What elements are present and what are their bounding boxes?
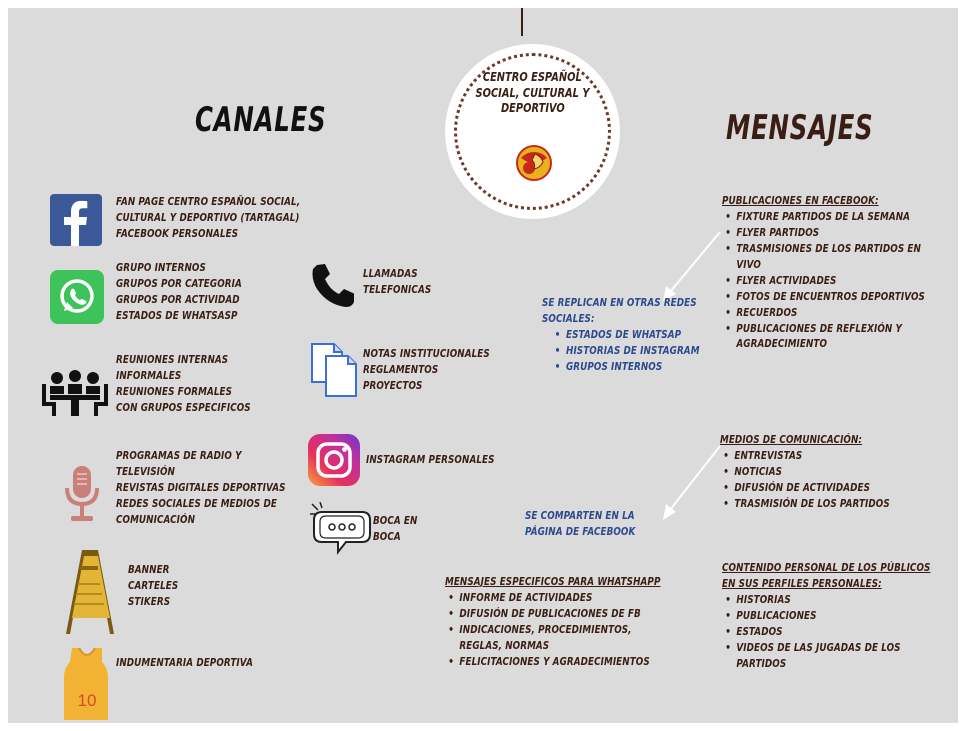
- instagram-channel-text: INSTAGRAM PERSONALES: [366, 452, 495, 468]
- center-circle: CENTRO ESPAÑOL SOCIAL, CULTURAL Y DEPORT…: [445, 44, 620, 219]
- replicate-title-line-1: SE REPLICAN EN OTRAS REDES: [542, 296, 697, 309]
- list-item: DIFUSIÓN DE ACTIVIDADES: [720, 480, 890, 496]
- top-connector-line: [521, 8, 523, 36]
- text-line: SE COMPARTEN EN LA: [525, 509, 635, 522]
- arrow-replicate: [663, 231, 721, 301]
- text-line: GRUPO INTERNOS: [116, 261, 206, 274]
- text-line: GRUPOS POR ACTIVIDAD: [116, 292, 240, 306]
- word-of-mouth-channel-text: BOCA EN BOCA: [373, 513, 417, 545]
- text-line: REGLAMENTOS: [363, 362, 439, 376]
- list-item: ESTADOS DE WHATSAP: [552, 327, 700, 343]
- list-item: TRASMISIÓN DE LOS PARTIDOS: [720, 496, 890, 512]
- instagram-icon: [308, 434, 360, 486]
- jersey-number: 10: [78, 691, 97, 710]
- list-item: ESTADOS: [722, 624, 930, 640]
- personal-title-line-2: EN SUS PERFILES PERSONALES:: [722, 576, 882, 590]
- documents-icon: [311, 343, 357, 397]
- text-line: CULTURAL Y DEPORTIVO (TARTAGAL): [116, 210, 300, 224]
- replicate-block: SE REPLICAN EN OTRAS REDES SOCIALES: EST…: [542, 295, 700, 375]
- text-line: REDES SOCIALES DE MEDIOS DE: [116, 496, 277, 510]
- whatsapp-messages-block: MENSAJES ESPECIFICOS PARA WHATSHAPP INFO…: [445, 574, 661, 670]
- phone-channel-text: LLAMADAS TELEFONICAS: [363, 266, 431, 298]
- radio-channel-text: PROGRAMAS DE RADIO Y TELEVISIÓN REVISTAS…: [116, 448, 286, 528]
- facebook-channel-text: FAN PAGE CENTRO ESPAÑOL SOCIAL, CULTURAL…: [116, 194, 300, 242]
- facebook-icon: [50, 194, 102, 246]
- text-line: REUNIONES FORMALES: [116, 384, 233, 398]
- club-crest-icon: [516, 145, 552, 181]
- text-line: STIKERS: [128, 594, 171, 608]
- center-title-line-3: DEPORTIVO: [500, 101, 565, 116]
- text-line: BOCA: [373, 529, 401, 543]
- text-line: PROYECTOS: [363, 378, 423, 392]
- whatsapp-messages-title: MENSAJES ESPECIFICOS PARA WHATSHAPP: [445, 575, 661, 588]
- list-item: INDICACIONES, PROCEDIMIENTOS,REGLAS, NOR…: [445, 622, 661, 654]
- list-item: DIFUSIÓN DE PUBLICACIONES DE FB: [445, 606, 661, 622]
- heading-canales: CANALES: [195, 100, 327, 140]
- facebook-messages-block: PUBLICACIONES EN FACEBOOK: FIXTURE PARTI…: [722, 193, 925, 352]
- list-item: FLYER ACTIVIDADES: [722, 273, 925, 289]
- whatsapp-icon: [50, 270, 104, 324]
- personal-messages-block: CONTENIDO PERSONAL DE LOS PÚBLICOS EN SU…: [722, 560, 930, 672]
- text-line: PÁGINA DE FACEBOOK: [525, 524, 636, 538]
- text-line: REVISTAS DIGITALES DEPORTIVAS: [116, 480, 286, 494]
- list-item: RECUERDOS: [722, 305, 925, 321]
- list-item: PUBLICACIONES DE REFLEXIÓN YAGRADECIMIEN…: [722, 321, 925, 353]
- list-item: PUBLICACIONES: [722, 608, 930, 624]
- personal-title-line-1: CONTENIDO PERSONAL DE LOS PÚBLICOS: [722, 561, 931, 574]
- list-item: GRUPOS INTERNOS: [552, 359, 700, 375]
- text-line: INFORMALES: [116, 368, 182, 382]
- text-line: CON GRUPOS ESPECIFICOS: [116, 400, 251, 414]
- text-line: BOCA EN: [373, 514, 418, 527]
- text-line: TELEVISIÓN: [116, 464, 175, 478]
- center-title-line-1: CENTRO ESPAÑOL: [483, 70, 582, 84]
- list-item: FELICITACIONES Y AGRADECIMIENTOS: [445, 654, 661, 670]
- center-title: CENTRO ESPAÑOL SOCIAL, CULTURAL Y DEPORT…: [445, 70, 620, 117]
- banner-stand-icon: [66, 550, 114, 634]
- dotted-ring: [454, 53, 611, 210]
- phone-icon: [312, 264, 354, 307]
- list-item: HISTORIAS DE INSTAGRAM: [552, 343, 700, 359]
- arrow-shared: [663, 445, 721, 520]
- text-line: GRUPOS POR CATEGORIA: [116, 276, 242, 290]
- meeting-icon: [42, 370, 108, 416]
- text-line: REUNIONES INTERNAS: [116, 353, 229, 366]
- replicate-title-line-2: SOCIALES:: [542, 311, 595, 325]
- whatsapp-channel-text: GRUPO INTERNOS GRUPOS POR CATEGORIA GRUP…: [116, 260, 242, 324]
- media-messages-block: MEDIOS DE COMUNICACIÓN: ENTREVISTAS NOTI…: [720, 432, 890, 512]
- infographic-canvas: CENTRO ESPAÑOL SOCIAL, CULTURAL Y DEPORT…: [8, 8, 958, 723]
- apparel-channel-text: INDUMENTARIA DEPORTIVA: [116, 655, 253, 671]
- microphone-icon: [65, 466, 99, 521]
- list-item: NOTICIAS: [720, 464, 890, 480]
- list-item: INFORME DE ACTIVIDADES: [445, 590, 661, 606]
- text-line: CARTELES: [128, 578, 179, 592]
- list-item: FOTOS DE ENCUENTROS DEPORTIVOS: [722, 289, 925, 305]
- documents-channel-text: NOTAS INSTITUCIONALES REGLAMENTOS PROYEC…: [363, 346, 490, 394]
- text-line: INDUMENTARIA DEPORTIVA: [116, 656, 253, 669]
- jersey-icon: 10: [64, 647, 108, 720]
- list-item: FLYER PARTIDOS: [722, 225, 925, 241]
- list-item: HISTORIAS: [722, 592, 930, 608]
- shared-block: SE COMPARTEN EN LA PÁGINA DE FACEBOOK: [525, 508, 635, 540]
- heading-mensajes: MENSAJES: [726, 108, 874, 148]
- center-title-line-2: SOCIAL, CULTURAL Y: [475, 85, 590, 100]
- media-messages-title: MEDIOS DE COMUNICACIÓN:: [720, 433, 863, 446]
- text-line: NOTAS INSTITUCIONALES: [363, 347, 490, 360]
- banner-channel-text: BANNER CARTELES STIKERS: [128, 562, 178, 610]
- text-line: COMUNICACIÓN: [116, 512, 196, 526]
- facebook-messages-title: PUBLICACIONES EN FACEBOOK:: [722, 194, 879, 207]
- text-line: LLAMADAS: [363, 267, 418, 280]
- text-line: FACEBOOK PERSONALES: [116, 226, 239, 240]
- list-item: FIXTURE PARTIDOS DE LA SEMANA: [722, 209, 925, 225]
- list-item: ENTREVISTAS: [720, 448, 890, 464]
- text-line: INSTAGRAM PERSONALES: [366, 453, 495, 466]
- text-line: FAN PAGE CENTRO ESPAÑOL SOCIAL,: [116, 195, 301, 208]
- speech-bubble-icon: [310, 502, 371, 555]
- meetings-channel-text: REUNIONES INTERNAS INFORMALES REUNIONES …: [116, 352, 251, 416]
- text-line: PROGRAMAS DE RADIO Y: [116, 449, 242, 462]
- text-line: TELEFONICAS: [363, 282, 432, 296]
- text-line: BANNER: [128, 563, 170, 576]
- text-line: ESTADOS DE WHATSASP: [116, 308, 238, 322]
